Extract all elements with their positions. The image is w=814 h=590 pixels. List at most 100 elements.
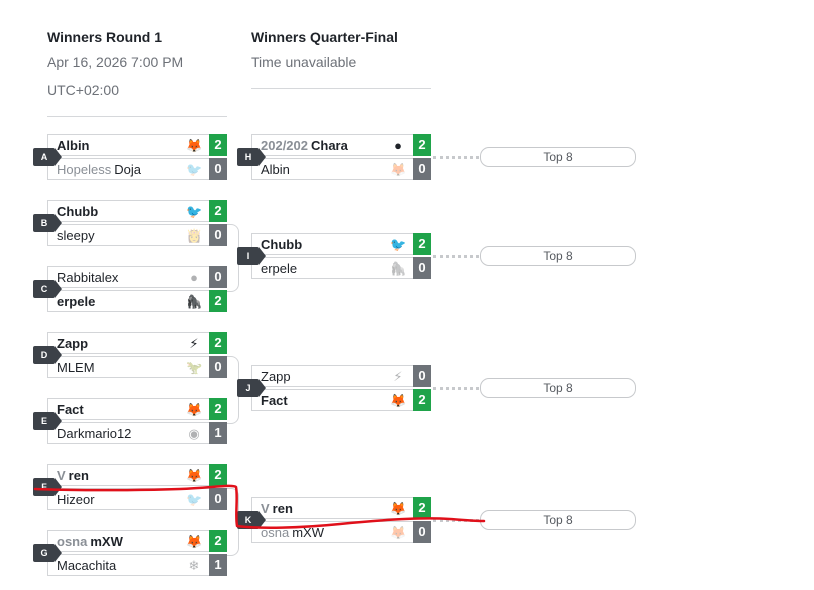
fox-icon: 🦊 bbox=[390, 501, 407, 516]
match-id-badge: K bbox=[237, 511, 266, 529]
player-row[interactable]: sleepy 👸 0 bbox=[47, 224, 227, 246]
player-name: Albin bbox=[57, 138, 90, 153]
match-id-badge: A bbox=[33, 148, 62, 166]
falco-icon: 🐦 bbox=[390, 237, 407, 252]
player-row[interactable]: Chubb🐦2 bbox=[251, 233, 431, 255]
score-box: 2 bbox=[413, 497, 431, 519]
player-name: sleepy bbox=[57, 228, 95, 243]
score-box: 2 bbox=[209, 332, 227, 354]
player-name: Albin bbox=[261, 162, 290, 177]
player-name: Darkmario12 bbox=[57, 426, 131, 441]
score-box: 2 bbox=[209, 290, 227, 312]
peach-icon: 👸 bbox=[186, 228, 203, 243]
jigglypuff-icon: ● bbox=[190, 270, 198, 285]
score-box: 2 bbox=[209, 398, 227, 420]
player-tag: Hizeor bbox=[57, 492, 95, 507]
player-tag: Albin bbox=[261, 162, 290, 177]
round-date: Apr 16, 2026 7:00 PM bbox=[47, 54, 184, 70]
player-tag: mXW bbox=[90, 534, 123, 549]
player-tag: ren bbox=[272, 501, 293, 516]
match-id-badge: J bbox=[237, 379, 266, 397]
player-row[interactable]: Hizeor🐦0 bbox=[47, 488, 227, 510]
player-row[interactable]: Zapp ⚡ 2 bbox=[47, 332, 227, 354]
round-header-qf: Winners Quarter-Final Time unavailable bbox=[251, 29, 398, 70]
connector-dots bbox=[433, 387, 479, 390]
score-box: 0 bbox=[413, 158, 431, 180]
player-row[interactable]: Rabbitalex ● 0 bbox=[47, 266, 227, 288]
player-tag: erpele bbox=[57, 294, 96, 309]
player-row[interactable]: Albin🦊0 bbox=[251, 158, 431, 180]
falco-fox-icon: 🦊 bbox=[186, 402, 203, 417]
player-name: Fact bbox=[261, 393, 288, 408]
round-divider bbox=[47, 116, 227, 117]
match-c[interactable]: Rabbitalex ● 0 erpele 🦍 2 bbox=[47, 266, 227, 314]
score-box: 1 bbox=[209, 554, 227, 576]
score-box: 0 bbox=[209, 266, 227, 288]
player-row[interactable]: Albin🦊2 bbox=[47, 134, 227, 156]
player-row[interactable]: Fact🦊2 bbox=[251, 389, 431, 411]
player-row[interactable]: Zapp⚡0 bbox=[251, 365, 431, 387]
top8-placeholder[interactable]: Top 8 bbox=[480, 510, 636, 530]
round-timezone: UTC+02:00 bbox=[47, 82, 119, 98]
player-row[interactable]: Darkmario12◉1 bbox=[47, 422, 227, 444]
yoshi-icon: 🦖 bbox=[186, 360, 203, 375]
player-row[interactable]: Macachita ❄ 1 bbox=[47, 554, 227, 576]
match-id-badge: B bbox=[33, 214, 62, 232]
fox-icon: 🦊 bbox=[390, 393, 407, 408]
player-name: Rabbitalex bbox=[57, 270, 118, 285]
player-row[interactable]: Fact🦊2 bbox=[47, 398, 227, 420]
player-row[interactable]: Chubb 🐦 2 bbox=[47, 200, 227, 222]
match-id-badge: H bbox=[237, 148, 266, 166]
mario-icon: ◉ bbox=[188, 426, 200, 441]
player-prefix: V bbox=[261, 501, 270, 516]
top8-placeholder[interactable]: Top 8 bbox=[480, 378, 636, 398]
score-box: 2 bbox=[209, 200, 227, 222]
score-box: 0 bbox=[209, 488, 227, 510]
match-id-badge: I bbox=[237, 247, 266, 265]
fox-icon: 🦊 bbox=[186, 138, 203, 153]
player-tag: Chubb bbox=[57, 204, 99, 219]
connector-dots bbox=[433, 156, 479, 159]
player-row[interactable]: erpele 🦍 2 bbox=[47, 290, 227, 312]
score-box: 0 bbox=[209, 158, 227, 180]
player-tag: mXW bbox=[292, 525, 324, 540]
ice-climbers-icon: ❄ bbox=[188, 558, 200, 573]
match-id-badge: C bbox=[33, 280, 62, 298]
score-box: 2 bbox=[413, 134, 431, 156]
player-tag: Zapp bbox=[57, 336, 89, 351]
match-id-badge: D bbox=[33, 346, 62, 364]
round-title: Winners Round 1 bbox=[47, 29, 162, 45]
top8-placeholder[interactable]: Top 8 bbox=[480, 147, 636, 167]
top8-placeholder[interactable]: Top 8 bbox=[480, 246, 636, 266]
fox-icon: 🦊 bbox=[186, 468, 203, 483]
score-box: 0 bbox=[209, 224, 227, 246]
player-row[interactable]: MLEM🦖0 bbox=[47, 356, 227, 378]
score-box: 2 bbox=[413, 233, 431, 255]
match-b[interactable]: Chubb 🐦 2 sleepy 👸 0 bbox=[47, 200, 227, 248]
player-name: Zapp bbox=[57, 336, 88, 351]
player-tag: Macachita bbox=[57, 558, 117, 573]
player-tag: Albin bbox=[57, 138, 90, 153]
score-box: 0 bbox=[209, 356, 227, 378]
player-tag: Fact bbox=[261, 393, 288, 408]
player-name: Macachita bbox=[57, 558, 116, 573]
falco-icon: 🐦 bbox=[186, 204, 203, 219]
pikachu-icon: ⚡ bbox=[189, 336, 199, 351]
donkey-kong-icon: 🦍 bbox=[186, 294, 203, 309]
player-row[interactable]: erpele🦍0 bbox=[251, 257, 431, 279]
